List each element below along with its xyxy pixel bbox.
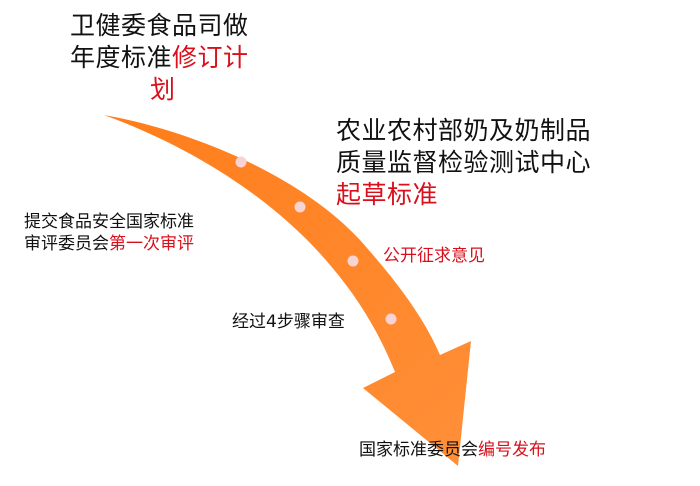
step-dot-1 [235, 156, 247, 168]
step-review1-line2-red: 第一次审评 [109, 234, 194, 254]
step-dot-2 [294, 201, 306, 213]
step-dot-4 [385, 313, 397, 325]
step-review1-line1: 提交食品安全国家标准 [24, 212, 194, 232]
step-review1-label: 提交食品安全国家标准 审评委员会第一次审评 [24, 211, 194, 255]
step-publish-red: 编号发布 [478, 440, 546, 460]
step-publish-black: 国家标准委员会 [359, 440, 478, 460]
step-draft-label: 农业农村部奶及奶制品 质量监督检验测试中心 起草标准 [336, 115, 591, 211]
step-publish-label: 国家标准委员会编号发布 [359, 439, 546, 461]
step-draft-line2: 质量监督检验测试中心 [336, 148, 592, 177]
step-plan-line1: 卫健委食品司做 [70, 11, 249, 40]
step-plan-line3-red: 划 [150, 75, 176, 104]
step-review1-line2-black: 审评委员会 [24, 234, 109, 254]
step-plan-label: 卫健委食品司做 年度标准修订计 划 [70, 10, 249, 106]
step-plan-line2: 年度标准修订计 [70, 42, 249, 74]
step-review1-line2: 审评委员会第一次审评 [24, 233, 194, 255]
step-plan-line2-red: 修订计 [172, 43, 249, 72]
step-four-steps-label: 经过4步骤审查 [232, 312, 345, 332]
step-draft-line3-red: 起草标准 [336, 180, 439, 209]
step-public-label: 公开征求意见 [383, 246, 485, 266]
step-plan-line2-black: 年度标准 [70, 43, 173, 72]
arrow-shaft [104, 115, 471, 466]
step-draft-line1: 农业农村部奶及奶制品 [336, 116, 592, 145]
step-dot-3 [347, 255, 359, 267]
